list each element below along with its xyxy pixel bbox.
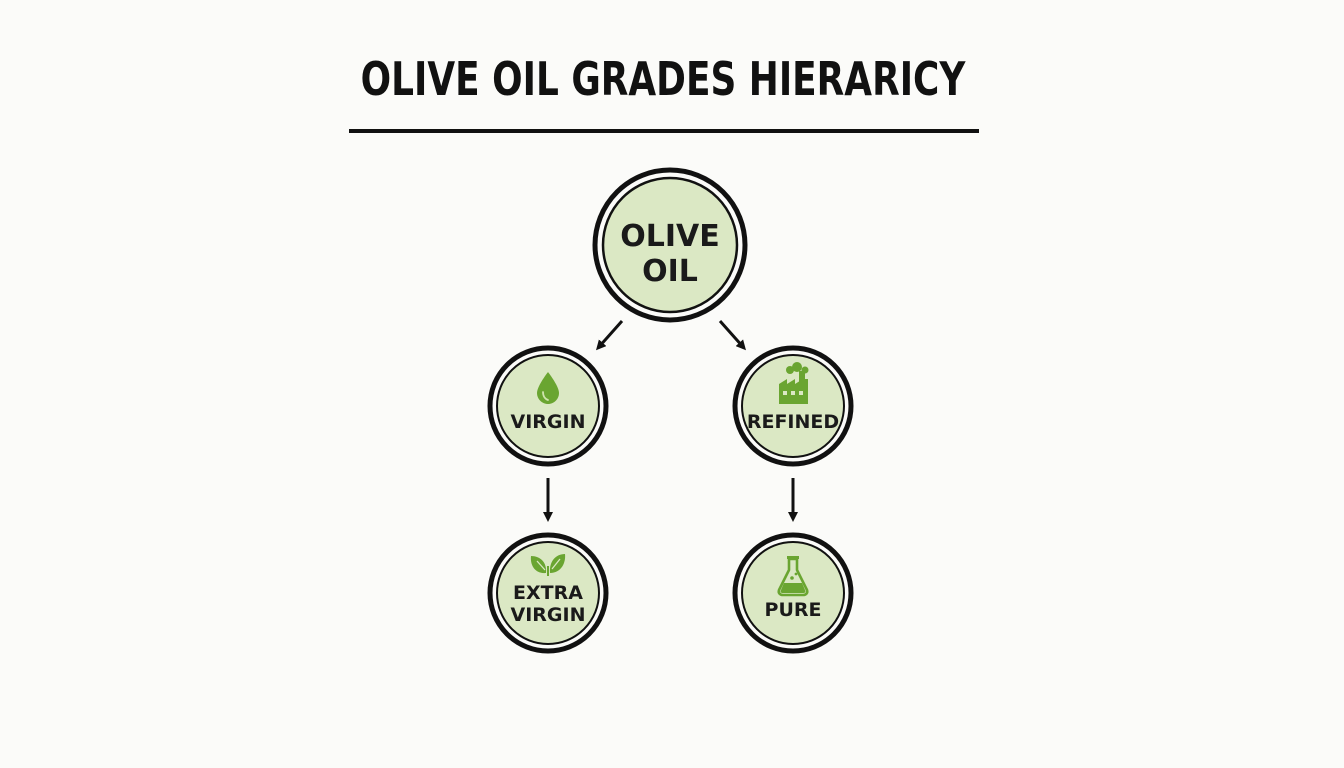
node-virgin: VIRGIN [487,345,609,467]
title-underline [349,129,979,133]
node-extra-virgin-label-line2: VIRGIN [511,604,586,626]
factory-icon [779,362,809,404]
node-refined-label: REFINED [747,411,839,433]
node-olive-oil-label-line1: OLIVE [620,219,720,254]
node-pure: PURE [732,532,854,654]
node-olive-oil: OLIVE OIL [592,167,748,323]
oil-drop-icon [537,372,559,404]
node-pure-label: PURE [765,599,822,621]
node-virgin-label: VIRGIN [511,411,586,433]
node-olive-oil-label-line2: OIL [642,254,698,289]
arrow-root-to-virgin [596,320,624,351]
node-extra-virgin-label-line1: EXTRA [513,582,583,604]
connector-arrows [543,320,798,522]
arrow-root-to-refined [718,320,746,351]
flask-icon [777,556,809,597]
node-refined: REFINED [732,345,854,467]
node-extra-virgin: EXTRA VIRGIN [487,532,609,654]
leaves-icon [530,554,566,576]
page-title: OLIVE OIL GRADES HIERARICY [360,52,966,106]
